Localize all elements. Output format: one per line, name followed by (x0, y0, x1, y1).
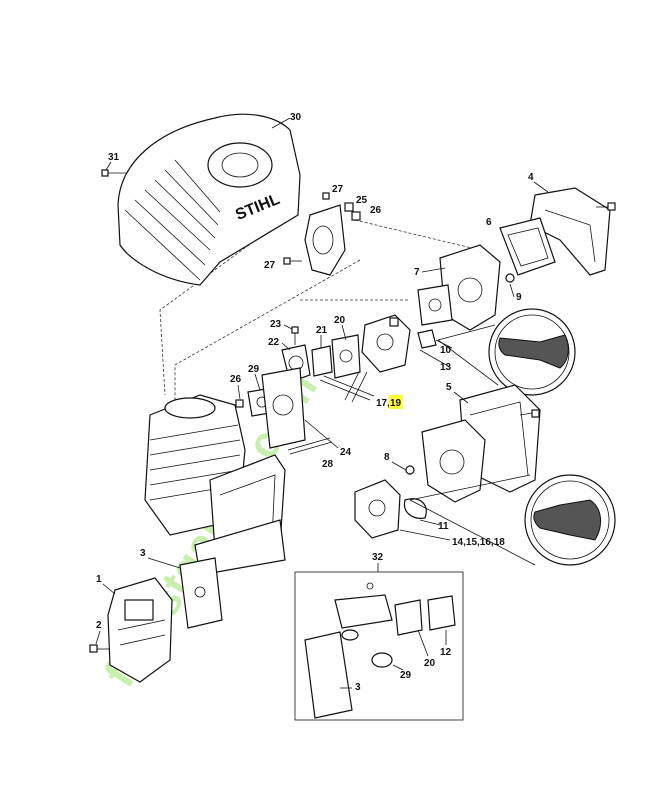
callout-27a: 27 (332, 184, 344, 195)
callout-11: 11 (438, 521, 449, 532)
callout-32: 32 (372, 552, 384, 563)
callout-24: 24 (340, 447, 352, 458)
assembly-guide-lines (159, 214, 481, 400)
gasket-kit-box (294, 571, 464, 721)
carburetor-upper (344, 314, 411, 403)
muffler (107, 577, 173, 683)
callout-k3: 3 (355, 682, 361, 693)
callout-26b: 26 (230, 374, 242, 385)
gasket-20 (331, 334, 361, 379)
screw-5 (519, 409, 540, 418)
screw-26b (235, 399, 244, 408)
callout-25: 25 (356, 195, 368, 206)
callout-4: 4 (528, 172, 534, 183)
callout-3: 3 (140, 548, 146, 559)
callout-10: 10 (440, 345, 452, 356)
callout-22: 22 (268, 337, 280, 348)
gasket-13 (417, 284, 453, 326)
choke-knob-10 (417, 329, 437, 349)
callout-k29: 29 (400, 670, 412, 681)
screw-2 (89, 644, 110, 653)
screw-31 (101, 169, 126, 177)
engine-shroud: STIHL (117, 113, 301, 286)
callout-28: 28 (322, 459, 334, 470)
callout-k20: 20 (424, 658, 436, 669)
callout-9: 9 (516, 292, 522, 303)
callout-6: 6 (486, 217, 492, 228)
detail-circle-lower (409, 474, 616, 566)
detail-circle-upper (437, 308, 576, 396)
filter-housing-lower (405, 419, 486, 503)
screw-4 (596, 202, 616, 211)
callout-8: 8 (384, 452, 390, 463)
callout-31: 31 (108, 152, 120, 163)
filter-housing-upper (439, 244, 515, 331)
callout-21: 21 (316, 325, 328, 336)
engine-cylinder (144, 394, 286, 576)
callout-29: 29 (248, 364, 260, 375)
callout-19: 19 (390, 398, 402, 409)
callout-14: 14,15,16,18 (452, 537, 505, 548)
callout-7: 7 (414, 267, 420, 278)
callout-k12: 12 (440, 647, 452, 658)
air-filter (499, 217, 556, 276)
callout-5: 5 (446, 382, 452, 393)
stud-28 (287, 437, 333, 455)
callout-26a: 26 (370, 205, 382, 216)
fuel-line (319, 375, 375, 401)
carburetor-lower (354, 479, 427, 539)
spacer-21 (311, 345, 333, 377)
callout-1: 1 (96, 574, 102, 585)
screw-23 (291, 326, 299, 345)
callout-27b: 27 (264, 260, 276, 271)
callout-17: 17, (376, 398, 390, 409)
intake-manifold-24 (261, 367, 306, 449)
callout-30: 30 (290, 112, 302, 123)
callout-23: 23 (270, 319, 282, 330)
callout-13: 13 (440, 362, 452, 373)
callout-20: 20 (334, 315, 346, 326)
screw-27b (283, 257, 302, 265)
callout-2: 2 (96, 620, 102, 631)
gasket-3 (179, 557, 223, 629)
throttle-housing (304, 192, 361, 276)
